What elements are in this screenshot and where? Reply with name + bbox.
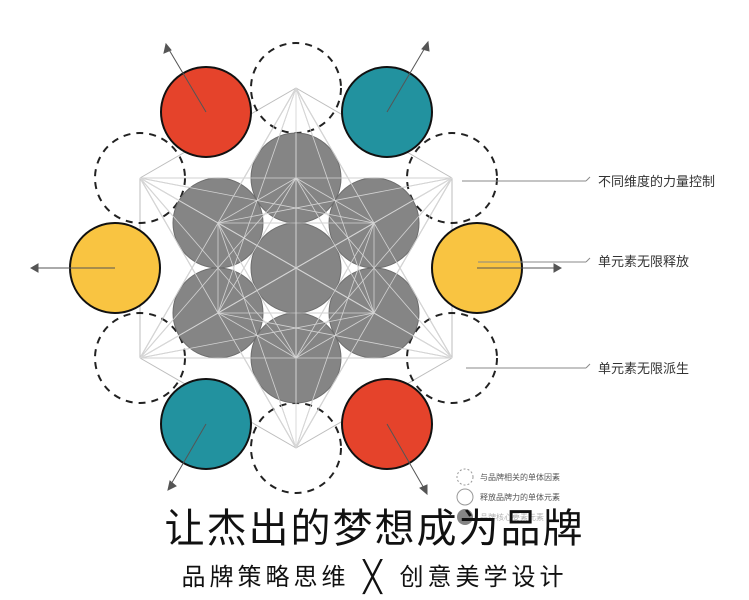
- leader-control-tick: [585, 176, 591, 182]
- arrow-top-left: [167, 47, 207, 113]
- legend-related-label: 与品牌相关的单体因素: [480, 472, 560, 482]
- overlay-line: [373, 312, 453, 359]
- arrowhead-left: [29, 263, 39, 273]
- cross-separator: ╳: [363, 560, 386, 595]
- dashed-circle-upper-right: [406, 132, 498, 224]
- overlay-line: [139, 177, 375, 224]
- arrow-bottom-right: [386, 423, 426, 491]
- arrowhead-top-left: [163, 42, 172, 54]
- overlay-line: [373, 222, 453, 359]
- overlay-line: [217, 177, 453, 224]
- arrow-bottom-left: [169, 423, 207, 487]
- overlay-line: [217, 87, 297, 224]
- leader-release-tick: [585, 257, 591, 263]
- overlay-line: [217, 222, 297, 449]
- overlay-line: [217, 312, 297, 449]
- annotation-release: 单元素无限释放: [598, 255, 689, 270]
- dashed-circle-lower-right: [406, 312, 498, 404]
- overlay-line: [295, 312, 375, 449]
- legend-dashed-swatch: [456, 468, 474, 486]
- arrowhead-bottom-left: [167, 480, 177, 491]
- main-title: 让杰出的梦想成为品牌: [164, 506, 585, 552]
- overlay-geometry-lines: [139, 87, 453, 449]
- overlay-line: [295, 222, 375, 449]
- overlay-line: [373, 177, 453, 314]
- legend: 与品牌相关的单体因素 释放品牌力的单体元素 品牌核心要素元素: [456, 468, 560, 525]
- overlay-line: [139, 177, 297, 359]
- annotation-derive: 单元素无限派生: [598, 362, 689, 377]
- arrow-top-right: [386, 45, 427, 113]
- arrows: [29, 40, 563, 496]
- arrowhead-right: [553, 263, 563, 273]
- overlay-line: [139, 177, 219, 314]
- arrowhead-bottom-right: [419, 484, 428, 496]
- annotation-control: 不同维度的力量控制: [598, 174, 715, 190]
- overlay-line: [139, 312, 219, 359]
- annotation-leaders: [462, 176, 591, 369]
- arrowhead-top-right: [421, 40, 430, 52]
- subtitle-right: 创意美学设计: [399, 563, 568, 591]
- legend-outline-swatch: [456, 488, 474, 506]
- legend-core-label: 品牌核心要素元素: [480, 512, 544, 522]
- overlay-line: [295, 87, 375, 224]
- subtitle-left: 品牌策略思维: [181, 563, 350, 591]
- subtitle: 品牌策略思维 ╳ 创意美学设计: [0, 557, 749, 595]
- legend-gray-swatch: [457, 509, 473, 525]
- legend-release-label: 释放品牌力的单体元素: [480, 492, 560, 502]
- overlay-line: [295, 177, 453, 359]
- overlay-line: [139, 222, 219, 359]
- leader-derive-tick: [585, 363, 591, 369]
